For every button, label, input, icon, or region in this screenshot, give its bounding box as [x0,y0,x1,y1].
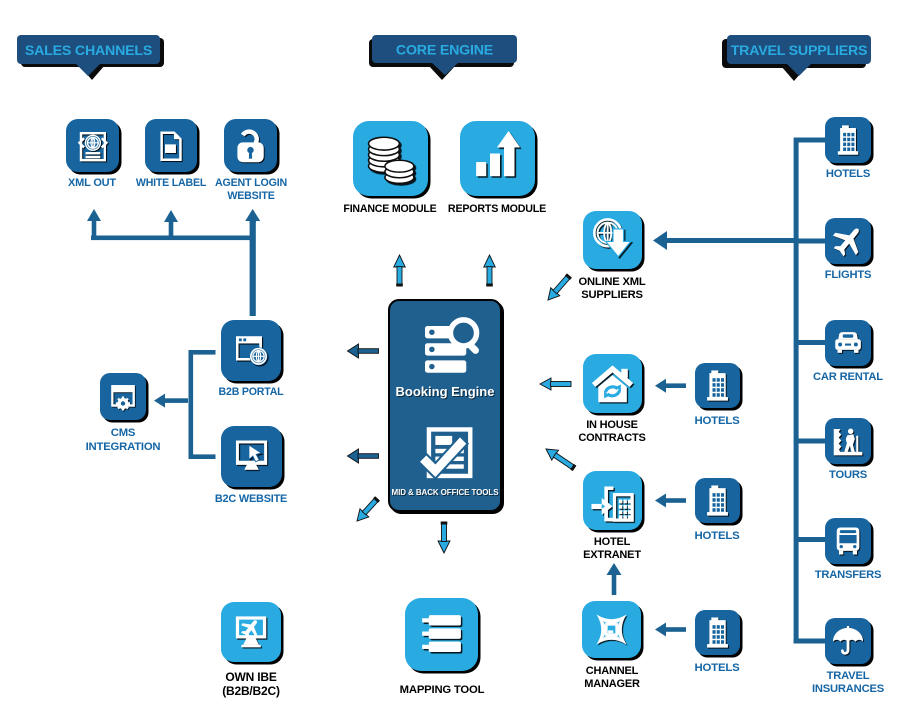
svg-text:CORE ENGINE: CORE ENGINE [396,43,493,59]
svg-text:TRAVEL SUPPLIERS: TRAVEL SUPPLIERS [731,43,868,59]
svg-text:SALES CHANNELS: SALES CHANNELS [25,43,152,59]
